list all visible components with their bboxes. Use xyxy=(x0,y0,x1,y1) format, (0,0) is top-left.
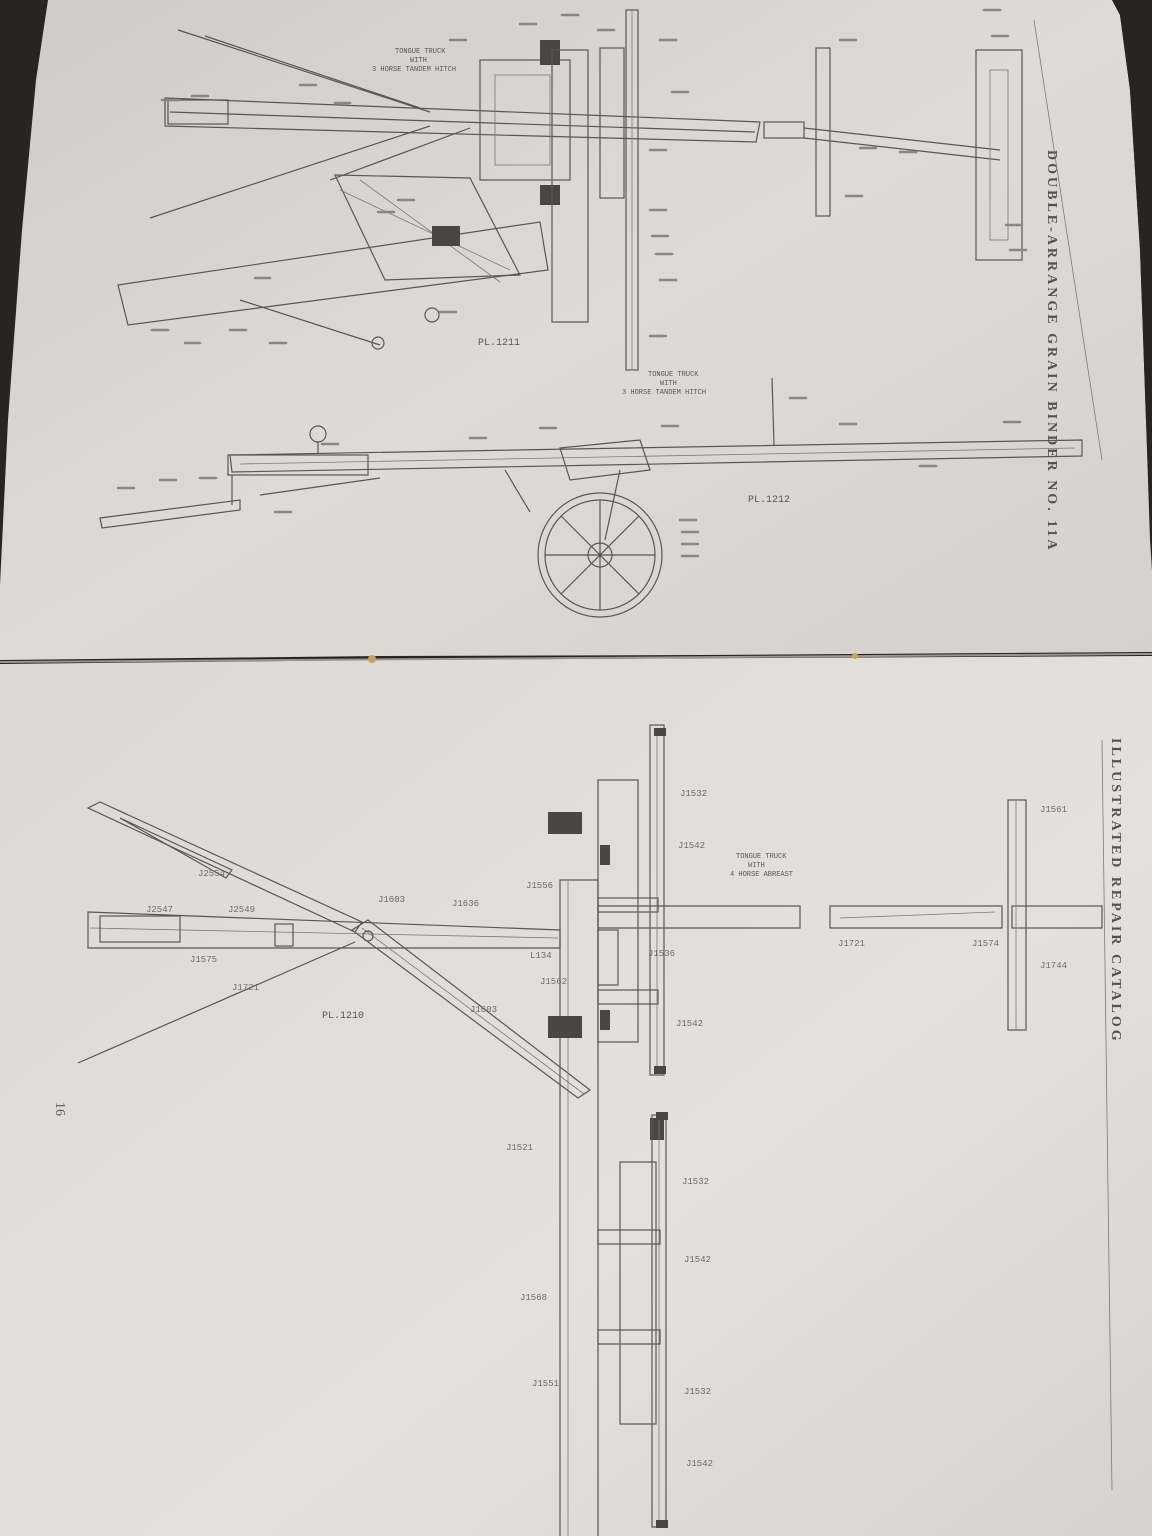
part-label: J2549 xyxy=(228,905,255,915)
part-label: J1542 xyxy=(686,1459,713,1469)
note-1211-line2: WITH xyxy=(410,57,427,65)
part-label: J2554 xyxy=(198,869,225,879)
note-1210-line1: TONGUE TRUCK xyxy=(736,853,787,861)
top-side-title: DOUBLE-ARRANGE GRAIN BINDER NO. 11A xyxy=(1044,150,1059,553)
book-gutter xyxy=(0,653,1152,663)
part-label: J1744 xyxy=(1040,961,1067,971)
part-label: J1542 xyxy=(678,841,705,851)
part-label: J1551 xyxy=(532,1379,559,1389)
note-1210-line3: 4 HORSE ABREAST xyxy=(730,871,793,879)
note-1211-line3: 3 HORSE TANDEM HITCH xyxy=(372,66,456,74)
part-label: J1542 xyxy=(676,1019,703,1029)
part-label: J1532 xyxy=(684,1387,711,1397)
part-label: J1536 xyxy=(648,949,675,959)
desk-edge xyxy=(1112,0,1152,570)
top-page-content: DOUBLE-ARRANGE GRAIN BINDER NO. 11A xyxy=(99,8,1103,618)
page-number: 16 xyxy=(52,1102,67,1116)
note-1212-line2: WITH xyxy=(660,380,677,388)
truck-wheel xyxy=(537,492,663,618)
part-label: J1556 xyxy=(526,881,553,891)
part-label: J1603 xyxy=(470,1005,497,1015)
top-part-marks xyxy=(116,8,1028,558)
part-label: J1603 xyxy=(378,895,405,905)
note-1210-line2: WITH xyxy=(748,862,765,870)
part-label: J1636 xyxy=(452,899,479,909)
plan-view-1211: PL.1211 TONGUE TRUCK WITH 3 HORSE TANDEM… xyxy=(117,9,1023,371)
bottom-part-labels: J2554 J1603 J1636 J2547 J2549 J1575 J172… xyxy=(146,789,1067,1469)
plate-label-1212: PL.1212 xyxy=(748,495,790,506)
part-label: L134 xyxy=(530,951,552,961)
part-label: J1542 xyxy=(684,1255,711,1265)
part-label: J1532 xyxy=(682,1177,709,1187)
part-label: J1568 xyxy=(520,1293,547,1303)
part-label: J1521 xyxy=(506,1143,533,1153)
note-1211-line1: TONGUE TRUCK xyxy=(395,48,446,56)
note-1212-line1: TONGUE TRUCK xyxy=(648,371,699,379)
part-label: J1721 xyxy=(838,939,865,949)
part-label: J1575 xyxy=(190,955,217,965)
side-view-1212: TONGUE TRUCK WITH 3 HORSE TANDEM HITCH xyxy=(99,371,1083,618)
plate-label-1210: PL.1210 xyxy=(322,1011,364,1022)
bottom-page-content: ILLUSTRATED REPAIR CATALOG 16 PL.1210 TO… xyxy=(52,724,1123,1536)
top-page xyxy=(0,0,1152,660)
part-label: J1721 xyxy=(232,983,259,993)
part-label: J1574 xyxy=(972,939,999,949)
part-label: J1561 xyxy=(1040,805,1067,815)
plan-view-1210 xyxy=(77,724,1103,1536)
note-1212-line3: 3 HORSE TANDEM HITCH xyxy=(622,389,706,397)
bottom-side-title: ILLUSTRATED REPAIR CATALOG xyxy=(1108,738,1123,1044)
plate-label-1211: PL.1211 xyxy=(478,338,520,349)
part-label: J2547 xyxy=(146,905,173,915)
part-label: J1562 xyxy=(540,977,567,987)
part-label: J1532 xyxy=(680,789,707,799)
